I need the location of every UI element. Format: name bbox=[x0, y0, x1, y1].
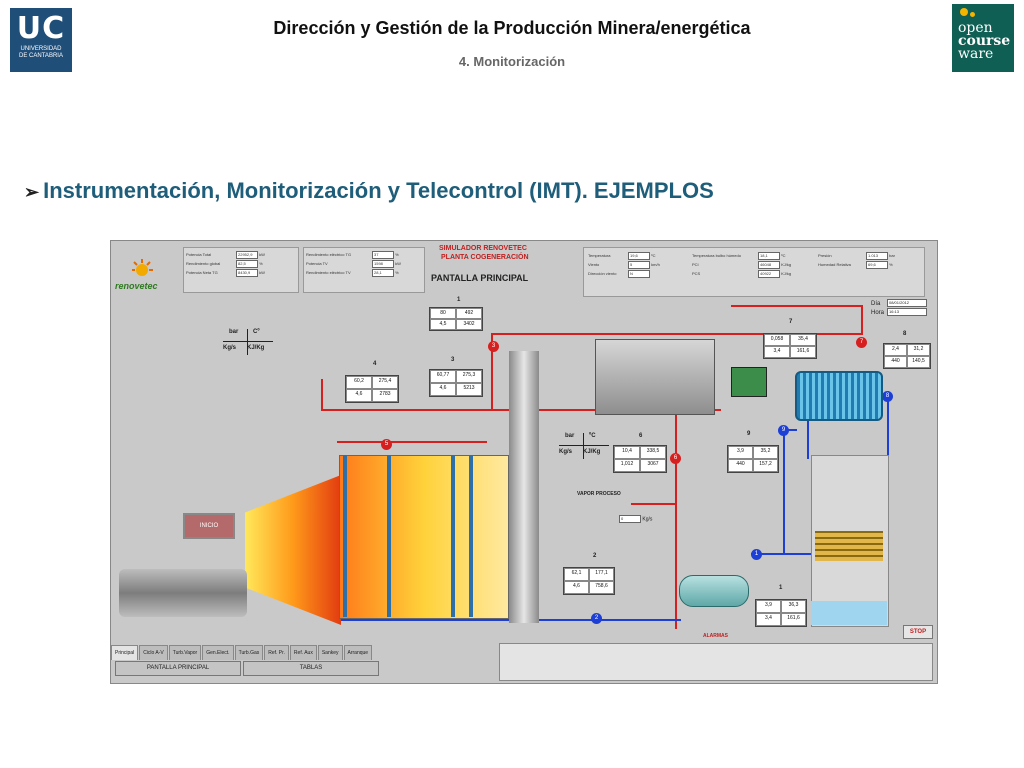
tab-sankey[interactable]: Sankey bbox=[317, 645, 343, 660]
simulator-title: SIMULADOR RENOVETEC bbox=[439, 245, 527, 252]
boiler-tube bbox=[387, 455, 391, 617]
marker-1: 1 bbox=[751, 549, 762, 560]
tab-ciclo[interactable]: Ciclo A-V bbox=[139, 645, 168, 660]
cooling-basin bbox=[811, 601, 887, 625]
inicio-button[interactable]: INICIO bbox=[183, 513, 235, 539]
marker-9: 9 bbox=[778, 425, 789, 436]
ocw-line3: ware bbox=[958, 46, 994, 62]
gas-turbine bbox=[119, 569, 247, 617]
box-label: 4 bbox=[373, 361, 377, 367]
box-label: 9 bbox=[747, 431, 751, 437]
section-heading-text: Instrumentación, Monitorización y Teleco… bbox=[43, 178, 714, 203]
page-subtitle: 4. Monitorización bbox=[458, 54, 566, 69]
ocw-line2: course bbox=[958, 33, 1011, 49]
marker-3: 3 bbox=[488, 341, 499, 352]
cooling-fill bbox=[815, 531, 883, 561]
tab-principal[interactable]: Principal bbox=[111, 645, 139, 660]
vapor-field[interactable]: 0 Kg/s bbox=[619, 515, 653, 523]
steam-turbine bbox=[595, 339, 715, 415]
chimney bbox=[509, 351, 539, 623]
units-legend-2: bar ºC Kg/s KJ/Kg bbox=[559, 433, 609, 459]
main-screen-button[interactable]: PANTALLA PRINCIPAL bbox=[115, 661, 241, 676]
vapor-proceso-label: VAPOR PROCESO bbox=[577, 491, 621, 497]
condenser bbox=[795, 371, 883, 421]
box-label: 6 bbox=[639, 433, 643, 439]
uc-logo-line2: DE CANTABRIA bbox=[19, 53, 63, 59]
marker-6: 6 bbox=[670, 453, 681, 464]
tables-button[interactable]: TABLAS bbox=[243, 661, 379, 676]
alarms-label: ALARMAS bbox=[703, 633, 728, 639]
tab-ref-pr[interactable]: Ref. Pr. bbox=[264, 645, 289, 660]
screen-title: PANTALLA PRINCIPAL bbox=[431, 273, 529, 283]
box-label: 7 bbox=[789, 319, 793, 325]
boiler-tube bbox=[343, 455, 347, 617]
uc-logo-mark: UC bbox=[16, 11, 66, 46]
ocw-dot-icon bbox=[960, 8, 968, 16]
stop-button[interactable]: STOP bbox=[903, 625, 933, 639]
renovetec-sun-icon bbox=[129, 259, 155, 281]
marker-8: 8 bbox=[882, 391, 893, 402]
box-label: 8 bbox=[903, 331, 907, 337]
bullet-arrow-icon: ➢ bbox=[24, 182, 40, 202]
tab-gen-elect[interactable]: Gen.Elect. bbox=[202, 645, 234, 660]
ocw-line1: open bbox=[958, 20, 993, 36]
marker-2: 2 bbox=[591, 613, 602, 624]
marker-5: 5 bbox=[381, 439, 392, 450]
box-label: 1 bbox=[779, 585, 783, 591]
hot-gas-duct bbox=[245, 475, 341, 625]
feedwater-tank bbox=[679, 575, 749, 607]
simulator-title2: PLANTA COGENERACIÓN bbox=[441, 254, 529, 261]
boiler-tube bbox=[451, 455, 455, 617]
section-heading: ➢Instrumentación, Monitorización y Telec… bbox=[24, 178, 714, 204]
boiler bbox=[339, 455, 509, 619]
hour-field: 16:13 bbox=[887, 308, 927, 316]
tab-arranque[interactable]: Arranque bbox=[343, 645, 373, 660]
generator bbox=[731, 367, 767, 397]
date-field: 08/01/2012 bbox=[887, 299, 927, 307]
alarms-panel bbox=[499, 643, 933, 681]
page-title: Dirección y Gestión de la Producción Min… bbox=[273, 18, 751, 38]
ocw-logo: open course ware bbox=[952, 4, 1014, 72]
tab-ref-aux[interactable]: Ref. Aux bbox=[289, 645, 317, 660]
box-label: 1 bbox=[457, 297, 461, 303]
tab-turb-gas[interactable]: Turb.Gas bbox=[234, 645, 264, 660]
box-label: 3 bbox=[451, 357, 455, 363]
uc-logo-line1: UNIVERSIDAD bbox=[20, 46, 62, 52]
renovetec-logo-text: renovetec bbox=[115, 281, 158, 291]
box-label: 2 bbox=[593, 553, 597, 559]
units-legend: bar Cº Kg/s KJ/Kg bbox=[223, 329, 273, 355]
uc-logo: UC UNIVERSIDAD DE CANTABRIA bbox=[10, 8, 72, 72]
marker-7: 7 bbox=[856, 337, 867, 348]
boiler-tube bbox=[469, 455, 473, 617]
ocw-dot-small-icon bbox=[970, 12, 975, 17]
tab-turb-vapor[interactable]: Turb.Vapor bbox=[168, 645, 202, 660]
